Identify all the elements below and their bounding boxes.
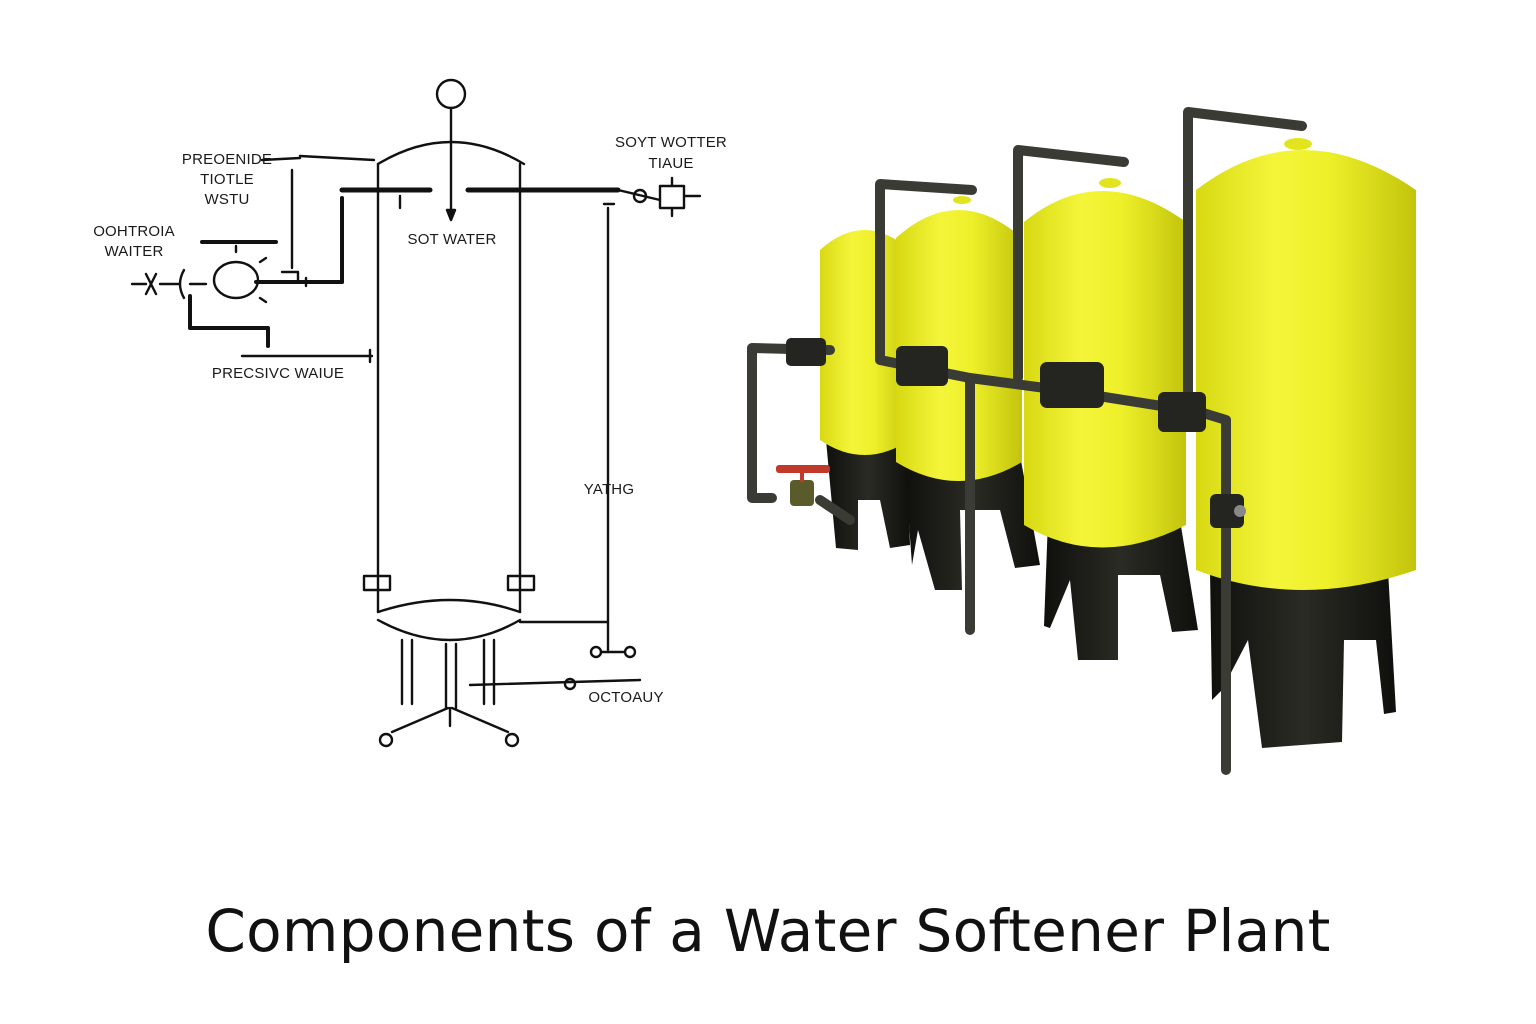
sample-valve-body	[790, 480, 814, 506]
outlet-valve-icon	[632, 188, 648, 204]
foot-left-icon	[378, 732, 394, 748]
inlet-fittings	[280, 270, 308, 288]
valve-5-icon	[1210, 494, 1244, 528]
tank-4-cap	[1284, 138, 1312, 150]
drain-valve-icon-bottom	[623, 645, 637, 659]
brine-loop	[188, 294, 270, 348]
tank-bottom-outer	[376, 618, 522, 642]
sample-valve-handle	[776, 465, 830, 473]
pipe-tank4-top	[1183, 107, 1307, 417]
valve-3-icon	[1040, 362, 1104, 408]
pipe-drop-1	[815, 495, 855, 525]
pipe-main-header	[875, 355, 1231, 775]
top-left-bar	[298, 154, 376, 162]
top-left-lead	[260, 156, 302, 162]
tank-4-shell	[1196, 150, 1416, 590]
tank-legs	[400, 638, 496, 710]
pipe-tank3-top	[1013, 145, 1129, 383]
tank-4-base	[1210, 570, 1396, 748]
tank-3-shell	[1024, 191, 1186, 548]
tank-3-base	[1044, 520, 1198, 660]
drain-line	[468, 678, 642, 687]
label-bottom-right: OCTOAUY	[588, 689, 664, 706]
pipe-tank2-top	[875, 179, 977, 363]
label-bottom-left: PRECSIVC WAIUE	[211, 365, 345, 382]
tank-2	[896, 210, 1040, 590]
tank-1-shell	[820, 230, 910, 455]
stand-feet	[390, 706, 510, 734]
label-center: SOT WATER	[407, 231, 497, 248]
label-left-top: PREOENIDE TIOTLE WSTU	[181, 151, 273, 208]
flange-left	[362, 574, 392, 592]
tank-2-base	[904, 455, 1040, 590]
tank-dome	[376, 140, 526, 166]
tank-bottom-dish	[376, 598, 522, 614]
tank-3-cap	[1099, 178, 1121, 188]
flange-right	[506, 574, 536, 592]
label-left-mid: OOHTROIA WAITER	[93, 223, 175, 260]
tank-2-cap	[953, 196, 971, 204]
pipe-tank1-left	[747, 343, 835, 503]
label-right-top: SOYT WOTTER TIAUE	[615, 134, 727, 172]
tank-2-shell	[896, 210, 1022, 481]
valve-2-icon	[896, 346, 948, 386]
valve-5-knob-icon	[1234, 505, 1246, 517]
softener-tanks-render	[747, 107, 1416, 775]
foot-right-icon	[504, 732, 520, 748]
tank-3	[1024, 191, 1198, 660]
valve-1-icon	[786, 338, 826, 366]
label-right-mid: YATHG	[583, 481, 635, 498]
valve-4-icon	[1158, 392, 1206, 432]
page-title: Components of a Water Softener Plant	[205, 896, 1331, 965]
control-valve-body	[212, 260, 260, 300]
outlet-pipe	[616, 188, 662, 202]
pressure-gauge-icon	[435, 78, 467, 110]
sample-valve	[776, 465, 830, 506]
drain-valve-icon-top	[589, 645, 603, 659]
inlet-valve-icon	[130, 268, 208, 300]
drain-outlet-icon	[563, 677, 577, 691]
control-valve-rays	[234, 244, 268, 304]
outlet-valve-body	[658, 176, 702, 218]
tank-4	[1196, 138, 1416, 748]
gauge-stem-arrow	[445, 208, 457, 222]
header-ticks	[398, 194, 616, 210]
softener-schematic	[130, 78, 702, 748]
